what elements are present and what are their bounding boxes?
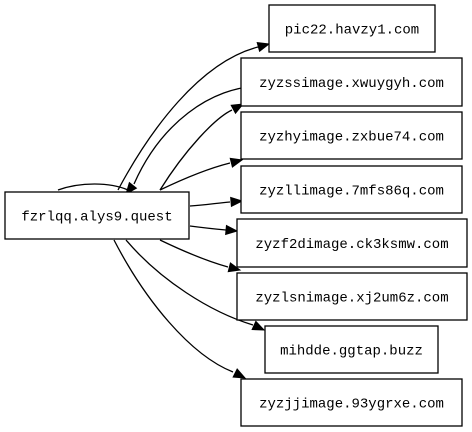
edge-src-to-t7 xyxy=(113,239,247,379)
node-label: zyzlsnimage.xj2um6z.com xyxy=(255,291,448,307)
node-target-0[interactable]: pic22.havzy1.com xyxy=(268,4,436,53)
node-target-6[interactable]: mihdde.ggtap.buzz xyxy=(264,325,439,374)
node-source[interactable]: fzrlqq.alys9.quest xyxy=(4,191,190,240)
node-box xyxy=(236,272,468,321)
edge-src-to-t0 xyxy=(117,41,271,191)
node-target-2[interactable]: zyzhyimage.zxbue74.com xyxy=(240,111,463,160)
edge-line xyxy=(159,109,233,191)
edges-layer xyxy=(57,41,271,379)
edge-loop-src xyxy=(57,183,129,191)
arrow-head xyxy=(229,157,244,168)
nodes-layer: fzrlqq.alys9.quest pic22.havzy1.com zyzssi… xyxy=(4,4,468,427)
arrow-head xyxy=(251,320,266,331)
edge-src-to-t4 xyxy=(189,224,239,236)
edge-line xyxy=(117,46,259,191)
node-box xyxy=(264,325,439,374)
edge-line xyxy=(189,225,227,231)
node-label: zyzhyimage.zxbue74.com xyxy=(259,130,444,146)
node-target-5[interactable]: zyzlsnimage.xj2um6z.com xyxy=(236,272,468,321)
node-label: mihdde.ggtap.buzz xyxy=(280,344,423,360)
edge-src-to-t5 xyxy=(159,239,242,273)
node-label: zyzjjimage.93ygrxe.com xyxy=(259,397,444,413)
node-box xyxy=(4,191,190,240)
arrow-head xyxy=(227,262,242,273)
edge-src-to-t2 xyxy=(159,157,244,191)
node-target-4[interactable]: zyzf2dimage.ck3ksmw.com xyxy=(236,218,468,268)
edge-src-to-t1 xyxy=(159,103,245,191)
edge-src-to-t3 xyxy=(189,196,244,208)
node-target-3[interactable]: zyzllimage.7mfs86q.com xyxy=(240,165,463,214)
node-box xyxy=(240,57,463,107)
node-target-1[interactable]: zyzssimage.xwuygyh.com xyxy=(240,57,463,107)
node-box xyxy=(240,165,463,214)
arrow-head xyxy=(230,196,244,208)
arrow-head xyxy=(125,181,138,196)
edge-line xyxy=(113,239,234,373)
arrow-head xyxy=(230,103,245,115)
arrow-head xyxy=(256,41,271,53)
edge-line xyxy=(189,201,231,207)
node-target-7[interactable]: zyzjjimage.93ygrxe.com xyxy=(240,378,463,427)
arrow-head xyxy=(225,224,239,236)
node-label: zyzllimage.7mfs86q.com xyxy=(259,184,444,200)
node-box xyxy=(268,4,436,53)
node-box xyxy=(240,111,463,160)
edge-line xyxy=(159,239,229,268)
node-box xyxy=(236,218,468,268)
node-label: zyzf2dimage.ck3ksmw.com xyxy=(255,237,448,253)
node-label: zyzssimage.xwuygyh.com xyxy=(259,76,444,92)
node-box xyxy=(240,378,463,427)
node-label: fzrlqq.alys9.quest xyxy=(21,210,172,226)
edge-line xyxy=(159,162,231,191)
arrow-head xyxy=(232,368,247,379)
node-label: pic22.havzy1.com xyxy=(285,23,419,39)
